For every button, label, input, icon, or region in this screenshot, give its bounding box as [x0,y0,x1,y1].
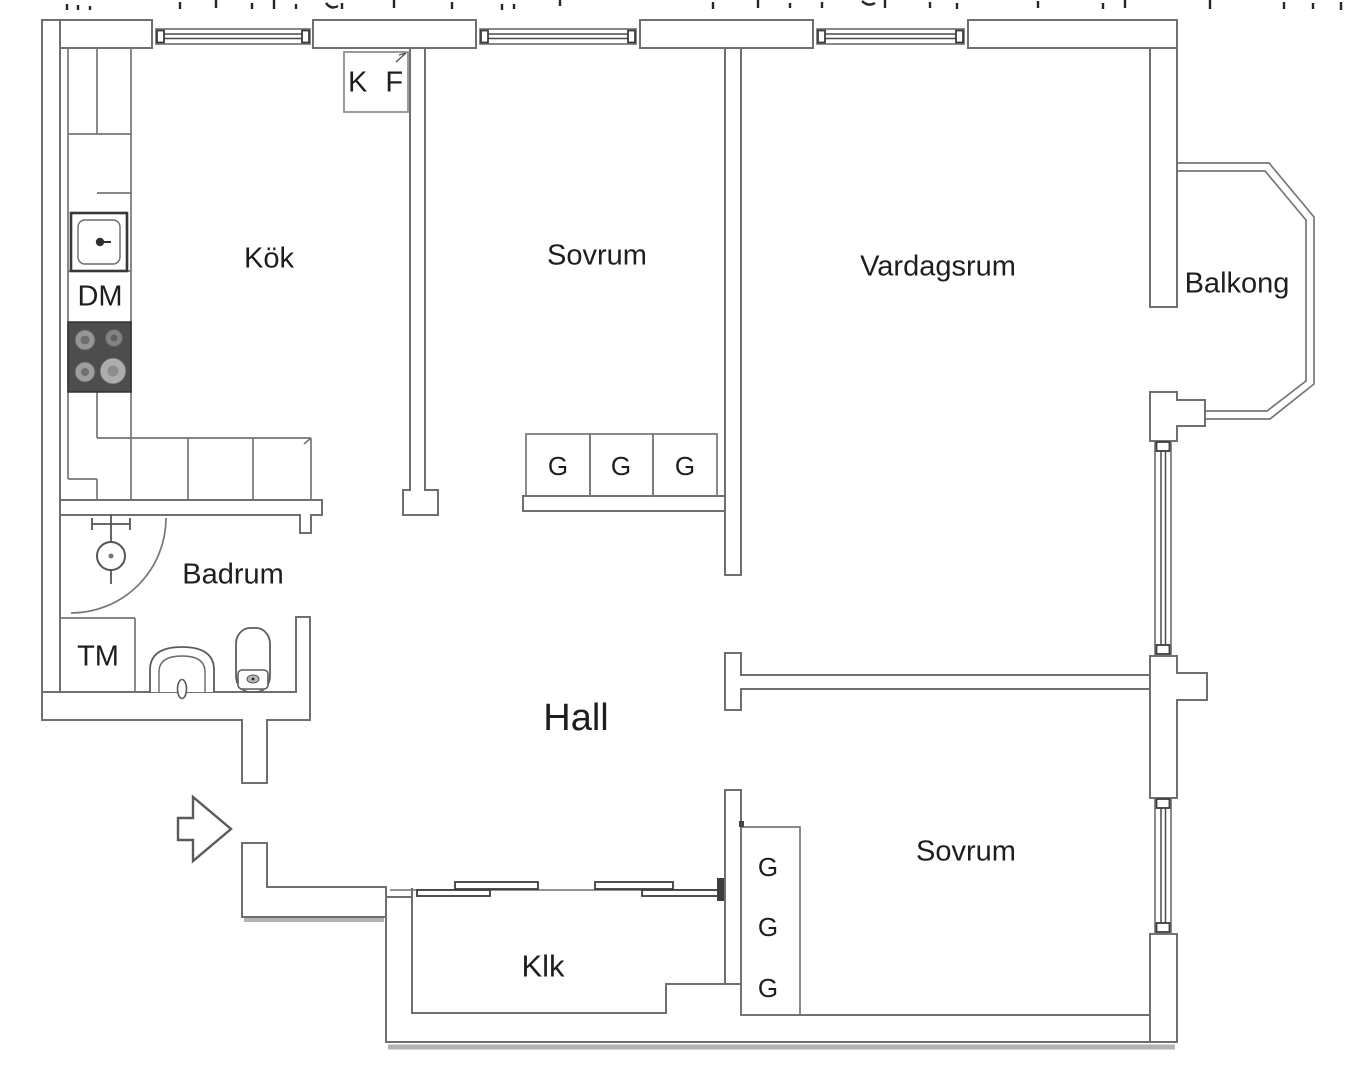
wardrobe-label: G [757,852,779,882]
room-label-kitchen: Kök [244,242,294,275]
shower-icon [70,514,167,614]
wardrobe-label: G [547,451,569,481]
wardrobe-label: G [674,451,696,481]
bidet-icon [149,646,215,700]
exterior-walls [41,19,1208,1050]
appliance-label-dishwasher: DM [77,280,123,313]
wardrobe-label: G [757,912,779,942]
entrance-arrow-icon [176,794,233,864]
balcony-railing [1177,162,1315,420]
wardrobe-label: G [610,451,632,481]
room-label-bedroom-bottom: Sovrum [916,835,1016,868]
room-label-bedroom-top: Sovrum [547,239,647,272]
sink-icon [69,211,129,273]
room-label-closet: Klk [521,948,565,984]
fridge-freezer-box [343,51,409,113]
room-label-living-room: Vardagsrum [860,250,1016,283]
window-icon [816,28,965,45]
cropped-text-artifacts [65,0,1343,10]
wardrobe-box [525,433,718,497]
washing-machine-box [60,617,136,692]
room-label-balcony: Balkong [1184,267,1290,300]
appliance-label-washing-machine: TM [77,640,119,673]
room-label-bathroom: Badrum [182,558,284,591]
window-icon [1154,797,1172,935]
window-icon [479,28,637,45]
window-icon [1154,440,1172,657]
stove-icon [67,321,132,393]
wardrobe-label: G [757,973,779,1003]
appliance-label-fridge-freezer: K F [347,66,409,99]
sliding-door-icon [390,878,725,901]
room-label-hall: Hall [543,697,609,739]
toilet-icon [235,627,271,693]
window-icon [155,28,311,45]
wardrobe-box [739,821,801,1016]
